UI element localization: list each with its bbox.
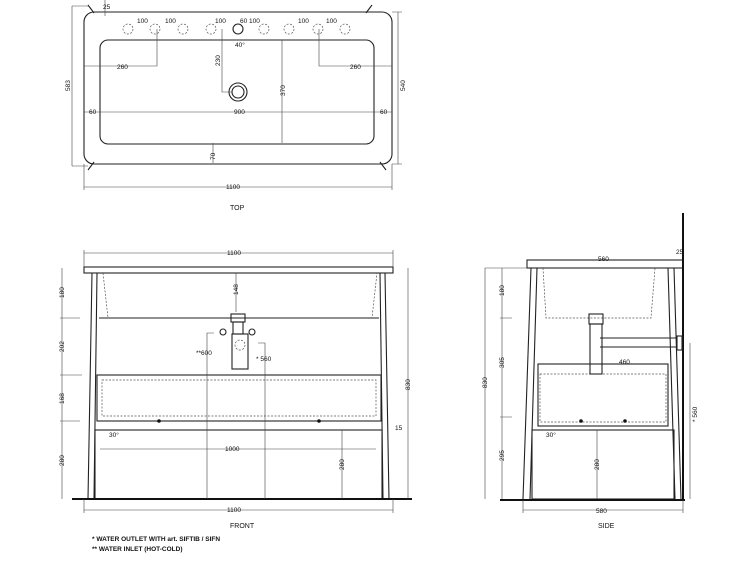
- dim-202: 202: [59, 341, 66, 352]
- dim-70: 70: [210, 152, 217, 160]
- dim-100: 100: [298, 18, 309, 25]
- front-drawer-upper: [96, 374, 382, 422]
- dim-line-heights: [60, 268, 82, 499]
- top-basin: [99, 39, 375, 145]
- dim-100: 100: [326, 18, 337, 25]
- dim-30: 30°: [546, 431, 556, 439]
- dim-295: 295: [499, 450, 506, 461]
- dim-230: 230: [215, 55, 222, 66]
- front-legs: [87, 272, 390, 500]
- note-water-inlet: ** WATER INLET (HOT-COLD): [92, 546, 183, 553]
- side-drawer-hidden: [539, 373, 667, 423]
- dim-180: 180: [59, 287, 66, 298]
- dim-25: 25: [676, 249, 684, 256]
- dim-line-1100-bottom: [83, 499, 394, 513]
- dim-100: 100: [215, 18, 226, 25]
- dim-line-70: [104, 0, 214, 163]
- view-label-front: FRONT: [230, 523, 255, 530]
- note-water-outlet: * WATER OUTLET WITH art. SIFTIB / SIFN: [92, 536, 220, 543]
- front-drawer-hidden: [101, 379, 377, 417]
- dim-168: 168: [59, 393, 66, 404]
- dim-1100: 1100: [227, 250, 241, 257]
- side-drawer-lower: [531, 429, 675, 500]
- dim-25: 25: [103, 4, 111, 11]
- dim-lines-inner: [100, 273, 376, 499]
- dim-inlet-600: **600: [196, 350, 212, 357]
- dim-280: 280: [59, 455, 66, 466]
- dim-1000: 1000: [225, 446, 240, 453]
- dim-line-580: [522, 430, 684, 513]
- top-outline: [83, 11, 393, 165]
- dim-100: 100: [137, 18, 148, 25]
- dim-1100: 1100: [226, 184, 240, 191]
- dim-60: 60: [240, 18, 248, 25]
- dim-line-1100-top: [83, 250, 394, 267]
- dim-60: 60: [89, 109, 97, 116]
- dim-460: 460: [619, 359, 630, 366]
- water-inlet-icon: [219, 328, 256, 336]
- dim-260: 260: [117, 64, 128, 71]
- dim-280: 280: [594, 459, 601, 470]
- drawer-knob: [579, 419, 583, 423]
- dim-line-540: [392, 11, 402, 165]
- front-basin-hidden: [102, 272, 378, 319]
- dim-line-side-heights: [484, 267, 527, 499]
- side-drawer-upper: [537, 363, 669, 427]
- dim-15: 15: [395, 425, 403, 432]
- dim-280: 280: [339, 459, 346, 470]
- drawer-knob: [317, 419, 321, 423]
- top-feet: [87, 4, 387, 171]
- dim-40: 40°: [235, 41, 245, 49]
- dim-540: 540: [400, 80, 407, 91]
- dim-100: 100: [249, 18, 260, 25]
- dim-60: 60: [380, 109, 388, 116]
- view-label-side: SIDE: [598, 523, 615, 530]
- front-top-slab: [83, 266, 394, 274]
- siphon-icon: [588, 313, 683, 375]
- dim-line-1100: [83, 164, 393, 190]
- dim-1100: 1100: [227, 507, 241, 514]
- dim-outlet-560: * 560: [256, 356, 272, 363]
- side-legs: [522, 267, 682, 500]
- dim-583: 583: [65, 80, 72, 91]
- top-view: 25 100 100 100 60 100 100 100 40° 230 37…: [65, 0, 407, 212]
- dim-560: 560: [598, 256, 609, 263]
- dim-outlet-560: * 560: [692, 406, 699, 422]
- dim-830: 830: [482, 377, 489, 388]
- front-view: 180 202 168 280 830 148 **600 * 560 30° …: [59, 250, 412, 530]
- dim-line-260: [84, 29, 392, 67]
- side-basin-hidden: [542, 267, 656, 319]
- side-view: 560 25 830 180 305 295 460 * 560 30° 280…: [482, 213, 699, 530]
- dim-305: 305: [499, 357, 506, 368]
- dim-148: 148: [233, 284, 240, 295]
- tap-holes: [122, 23, 351, 35]
- dim-830: 830: [405, 379, 412, 390]
- dim-180: 180: [499, 285, 506, 296]
- drawer-knob: [623, 419, 627, 423]
- dim-line-230-370: [221, 29, 283, 143]
- dim-30: 30°: [109, 431, 119, 439]
- dim-900: 900: [234, 109, 245, 116]
- view-label-top: TOP: [230, 205, 245, 212]
- siphon-icon: [230, 313, 249, 370]
- dim-260: 260: [350, 64, 361, 71]
- dim-line-583: [71, 5, 88, 167]
- dim-370: 370: [280, 85, 287, 96]
- dim-580: 580: [596, 508, 607, 515]
- drawer-knob: [157, 419, 161, 423]
- dim-100: 100: [165, 18, 176, 25]
